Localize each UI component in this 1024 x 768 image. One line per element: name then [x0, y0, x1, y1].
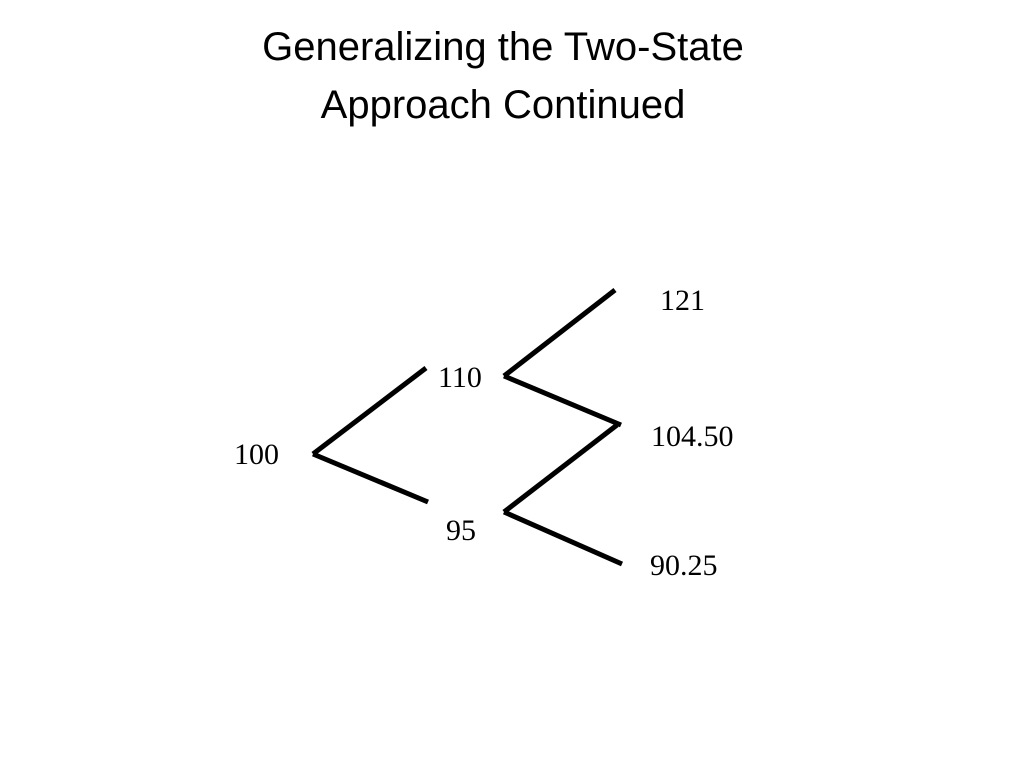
- branch-root-down: [312, 451, 429, 505]
- slide-title-line-1: Generalizing the Two-State: [262, 25, 744, 69]
- branch-down-down: [502, 509, 624, 567]
- branch-down-up: [502, 423, 619, 514]
- node-label-up-down: 104.50: [651, 420, 734, 453]
- node-label-up: 110: [438, 361, 482, 394]
- slide-title: Generalizing the Two-State Approach Cont…: [0, 18, 1006, 134]
- node-label-root: 100: [234, 438, 279, 471]
- branch-up-up: [502, 288, 617, 378]
- node-label-down: 95: [446, 514, 476, 547]
- branch-root-up: [311, 366, 428, 456]
- slide-title-line-2: Approach Continued: [320, 83, 686, 127]
- node-label-up-up: 121: [660, 284, 705, 317]
- node-label-down-down: 90.25: [650, 549, 718, 582]
- branch-up-down: [503, 373, 622, 428]
